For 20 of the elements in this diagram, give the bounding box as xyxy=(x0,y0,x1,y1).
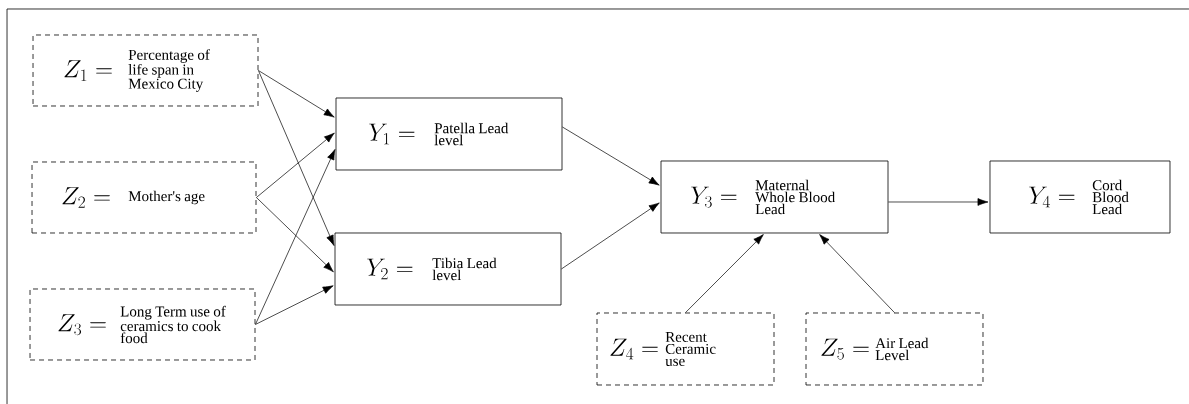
arrow xyxy=(561,202,660,270)
dashed-box: $Z_4 =$ Recent Ceramic use xyxy=(596,312,775,386)
arrow xyxy=(819,234,895,313)
arrow xyxy=(562,126,660,186)
variable-box: $Y_4 =$ Cord Blood Lead xyxy=(989,160,1171,234)
dashed-box: $Z_1 =$ Percentage of life span in Mexico City xyxy=(32,34,259,107)
dashed-box: $Z_3 =$ Long Term use of ceramics to cook food xyxy=(29,288,256,361)
variable-box: $Y_2 =$ Tibia Lead level xyxy=(334,232,562,306)
arrow xyxy=(258,70,335,246)
arrow xyxy=(888,198,989,206)
arrow xyxy=(255,285,334,325)
arrow xyxy=(256,132,335,198)
dashed-box: $Z_5 =$ Air Lead Level xyxy=(805,312,984,386)
dashed-box: $Z_2 =$ Mother's age xyxy=(31,161,257,234)
arrow xyxy=(256,197,334,273)
arrow xyxy=(258,70,335,118)
variable-box: $Y_3 =$ Maternal Whole Blood Lead xyxy=(660,160,889,234)
arrow xyxy=(255,149,336,325)
arrow xyxy=(685,234,764,313)
variable-box: $Y_1 =$ Patella Lead level xyxy=(335,97,563,171)
